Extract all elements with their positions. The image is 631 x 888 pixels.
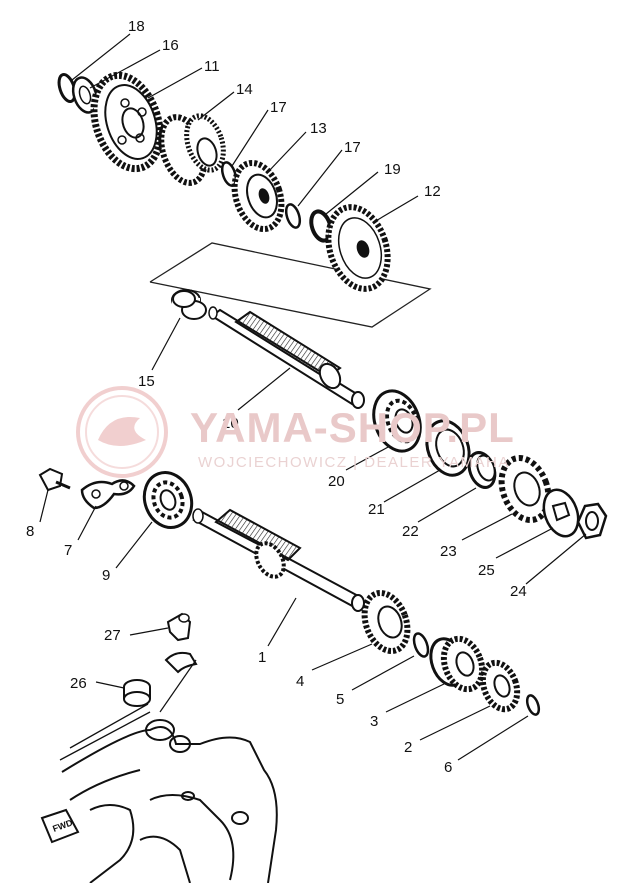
callout-24: 24 [510, 583, 527, 600]
gear-3 [429, 635, 486, 693]
circlip-6 [525, 694, 541, 716]
callout-21: 21 [368, 501, 385, 518]
circlip-5 [412, 632, 430, 658]
watermark-logo [76, 386, 168, 478]
callout-5: 5 [336, 691, 344, 708]
gear-14 [158, 113, 226, 186]
circlip-17b [284, 203, 302, 229]
gear-13 [231, 159, 285, 233]
crankcase-section [59, 703, 278, 884]
main-axle-1 [192, 508, 365, 612]
callout-7: 7 [64, 542, 72, 559]
gear-11 [90, 71, 164, 173]
watermark-subtitle: WOJCIECHOWICZ | DEALER YAMAHA [198, 454, 510, 471]
sprocket-23 [498, 455, 552, 523]
callout-labels: 18 16 11 14 17 13 17 19 12 15 10 20 21 2… [26, 18, 527, 776]
bearing-20 [372, 389, 422, 453]
callout-4: 4 [296, 673, 304, 690]
bearing-retainer-7 [80, 479, 136, 510]
callout-9: 9 [102, 567, 110, 584]
nut-24 [576, 502, 608, 540]
callout-23: 23 [440, 543, 457, 560]
callout-11: 11 [204, 58, 220, 75]
callout-6: 6 [444, 759, 452, 776]
clip [164, 651, 198, 674]
bearing-9 [142, 471, 194, 529]
drive-axle-10 [208, 306, 365, 409]
oil-seal-21 [425, 419, 471, 477]
callout-25: 25 [478, 562, 495, 579]
callout-15: 15 [138, 373, 155, 390]
gear-12 [325, 204, 391, 292]
callout-18: 18 [128, 18, 145, 35]
callout-22: 22 [402, 523, 419, 540]
gear-4 [361, 589, 411, 655]
callout-10: 10 [222, 415, 239, 432]
watermark-title: YAMA-SHOP.PL [190, 404, 515, 451]
fwd-arrow-mark: FWD [40, 808, 80, 844]
callout-17a: 17 [270, 99, 287, 116]
collar-22 [467, 451, 497, 489]
gear-2 [479, 659, 521, 713]
callout-13: 13 [310, 120, 327, 137]
callout-2: 2 [404, 739, 412, 756]
callout-8: 8 [26, 523, 34, 540]
callout-27: 27 [104, 627, 121, 644]
callout-26: 26 [70, 675, 87, 692]
elbow-fitting-27 [166, 612, 192, 642]
callout-3: 3 [370, 713, 378, 730]
callout-14: 14 [236, 81, 253, 98]
callout-12: 12 [424, 183, 441, 200]
group-outline [149, 242, 432, 328]
bolt-8 [38, 467, 71, 492]
callout-20: 20 [328, 473, 345, 490]
callout-16: 16 [162, 37, 179, 54]
callout-19: 19 [384, 161, 401, 178]
callout-17b: 17 [344, 139, 361, 156]
bushing-15 [171, 289, 207, 320]
plug-26 [123, 679, 151, 707]
callout-1: 1 [258, 649, 266, 666]
leader-lines [39, 33, 587, 761]
lock-washer-25 [542, 488, 580, 538]
